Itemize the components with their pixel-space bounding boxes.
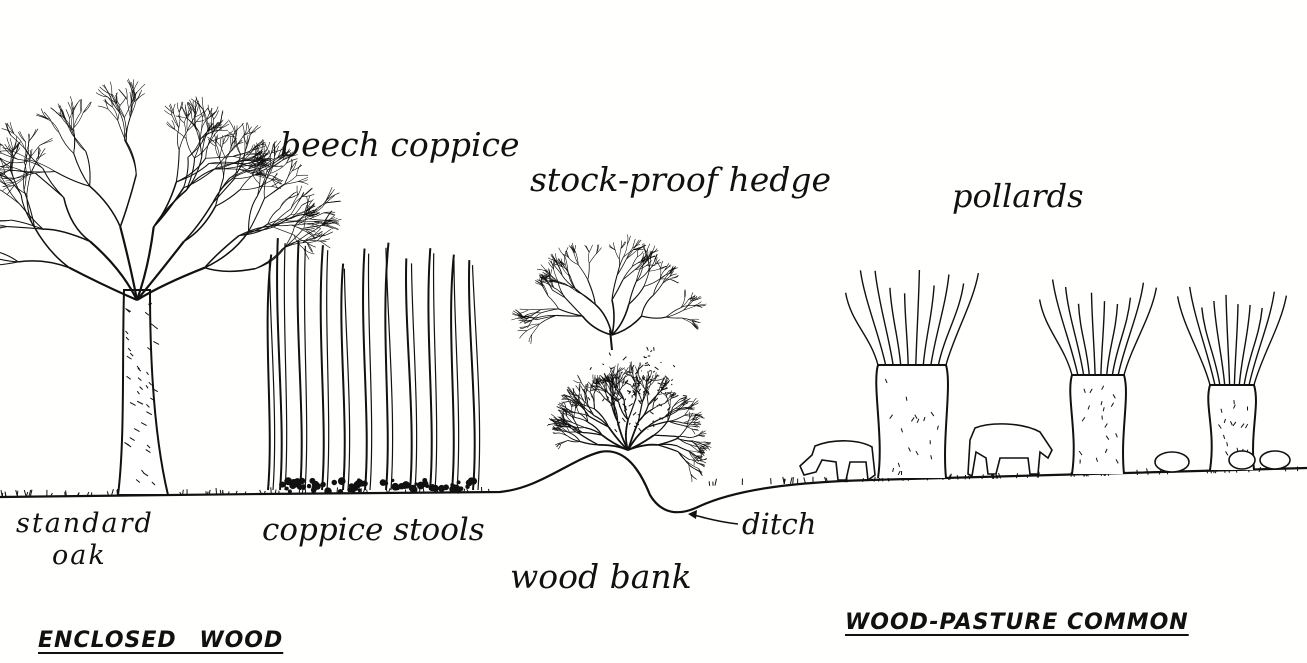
- label-stock-proof-hedge: stock-proof hedge: [530, 163, 831, 196]
- label-pollards: pollards: [952, 180, 1084, 212]
- cow-left: [800, 441, 875, 480]
- label-ditch: ditch: [742, 510, 816, 539]
- sheep-3: [1260, 451, 1290, 469]
- label-coppice-stools: coppice stools: [262, 515, 485, 546]
- label-beech-coppice: beech coppice: [280, 128, 520, 161]
- caption-wood-pasture-common: WOOD-PASTURE COMMON: [845, 612, 1189, 634]
- beech-coppice: [268, 238, 480, 490]
- label-wood-bank: wood bank: [510, 560, 692, 593]
- label-oak: oak: [52, 542, 107, 569]
- cow-middle: [968, 424, 1052, 476]
- pollard-trees: [846, 270, 1287, 478]
- sheep-2: [1229, 451, 1255, 469]
- sheep-1: [1155, 452, 1189, 472]
- oak-trunk: [118, 290, 168, 495]
- label-standard: standard: [16, 510, 154, 537]
- stock-proof-hedge: [511, 234, 711, 482]
- ditch-pointer-line: [690, 514, 738, 524]
- caption-enclosed-wood: ENCLOSED WOOD: [38, 630, 283, 652]
